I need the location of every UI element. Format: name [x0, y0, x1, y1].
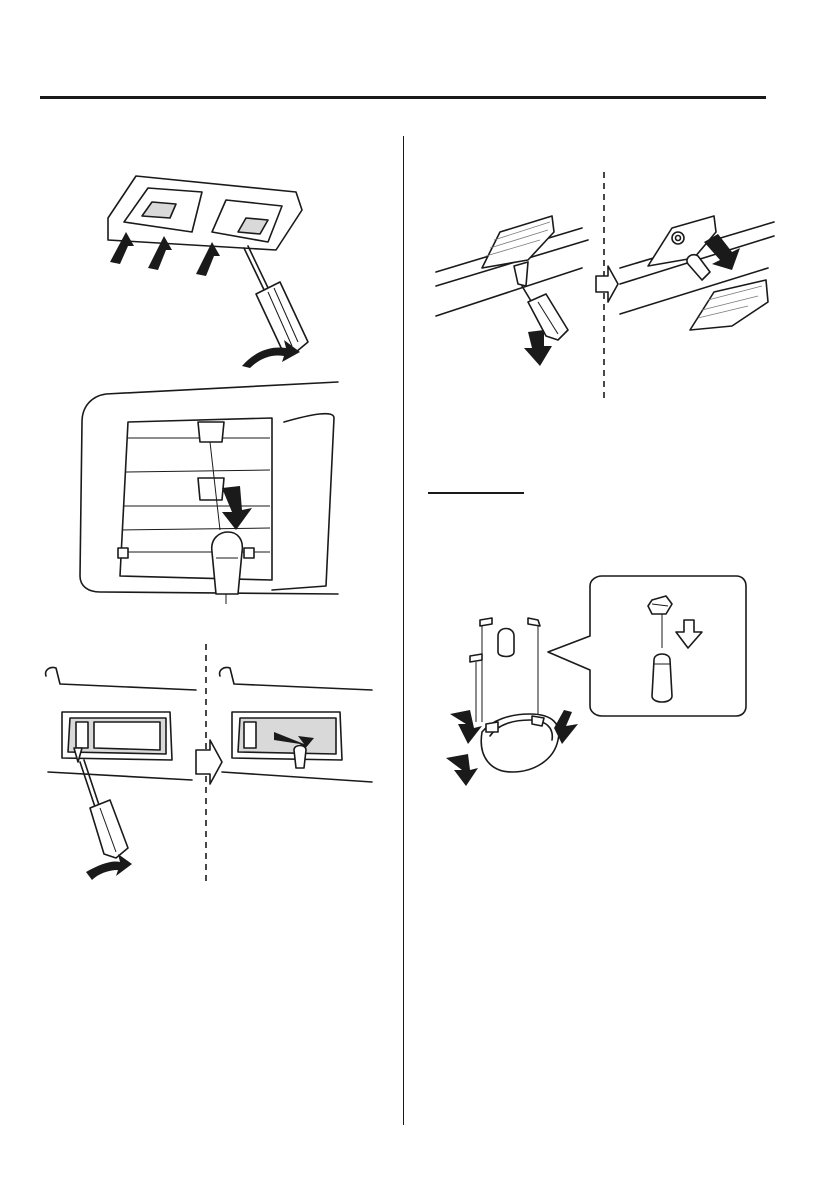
fig-vanity-mirror-lamp-lens: [42, 640, 376, 890]
header-rule: [40, 96, 766, 99]
bulb-icon: [687, 255, 710, 280]
section-heading-underline: [428, 492, 524, 494]
next-step-arrow-icon: [196, 740, 222, 784]
screwdriver-icon: [244, 246, 308, 354]
fig-map-light-bulb-clip: [76, 380, 342, 608]
fig-cargo-lamp-lens: [432, 168, 778, 404]
screwdriver-icon: [514, 262, 568, 340]
screwdriver-icon: [74, 748, 128, 858]
wedge-bulb-icon: [652, 654, 672, 702]
fig-overhead-console-removal: [96, 170, 316, 370]
column-divider: [403, 136, 404, 1125]
down-arrow-icon: [222, 486, 252, 530]
bulb-icon: [294, 746, 306, 769]
bulb-icon: [212, 532, 243, 604]
fig-dome-lamp-bulb: [440, 574, 750, 792]
next-step-arrow-icon: [596, 266, 618, 302]
clip-icon: [198, 422, 224, 500]
